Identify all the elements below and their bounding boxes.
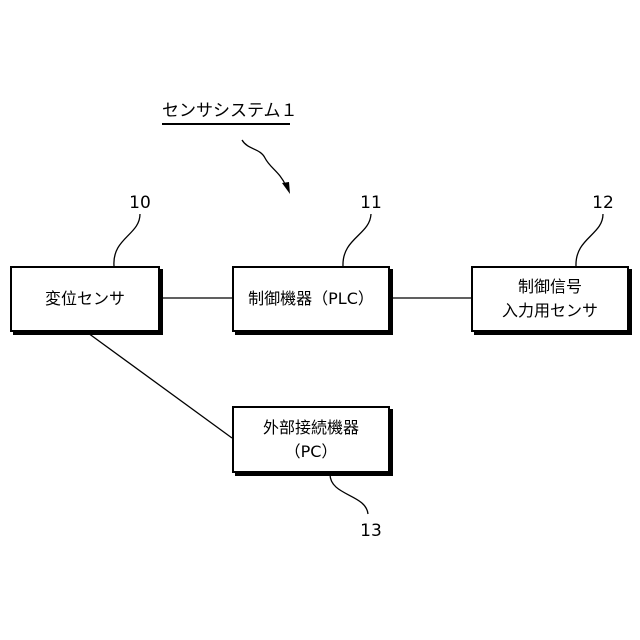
ref-number-13: 13 — [351, 521, 391, 541]
box-control-device: 制御機器（PLC） — [232, 266, 390, 332]
box-control-signal-sensor: 制御信号 入力用センサ — [471, 266, 629, 332]
line-sensor-to-pc — [88, 333, 232, 438]
title-leader-line — [242, 140, 286, 186]
box-external-device: 外部接続機器 （PC） — [232, 406, 390, 473]
box-external-device-line2: （PC） — [285, 440, 338, 464]
ref-10-leader — [114, 214, 140, 266]
box-control-device-label: 制御機器（PLC） — [248, 287, 374, 311]
ref-number-10: 10 — [120, 193, 160, 213]
box-displacement-sensor-label: 変位センサ — [45, 287, 125, 311]
ref-12-leader — [576, 214, 603, 266]
system-title: センサシステム１ — [162, 100, 298, 122]
box-control-signal-sensor-line1: 制御信号 — [518, 275, 582, 299]
ref-13-leader — [330, 474, 368, 514]
ref-11-leader — [343, 214, 371, 266]
ref-number-12: 12 — [583, 193, 623, 213]
ref-number-11: 11 — [351, 193, 391, 213]
title-leader-arrowhead — [282, 182, 290, 194]
box-displacement-sensor: 変位センサ — [10, 266, 160, 332]
box-external-device-line1: 外部接続機器 — [263, 416, 359, 440]
box-control-signal-sensor-line2: 入力用センサ — [502, 299, 598, 323]
